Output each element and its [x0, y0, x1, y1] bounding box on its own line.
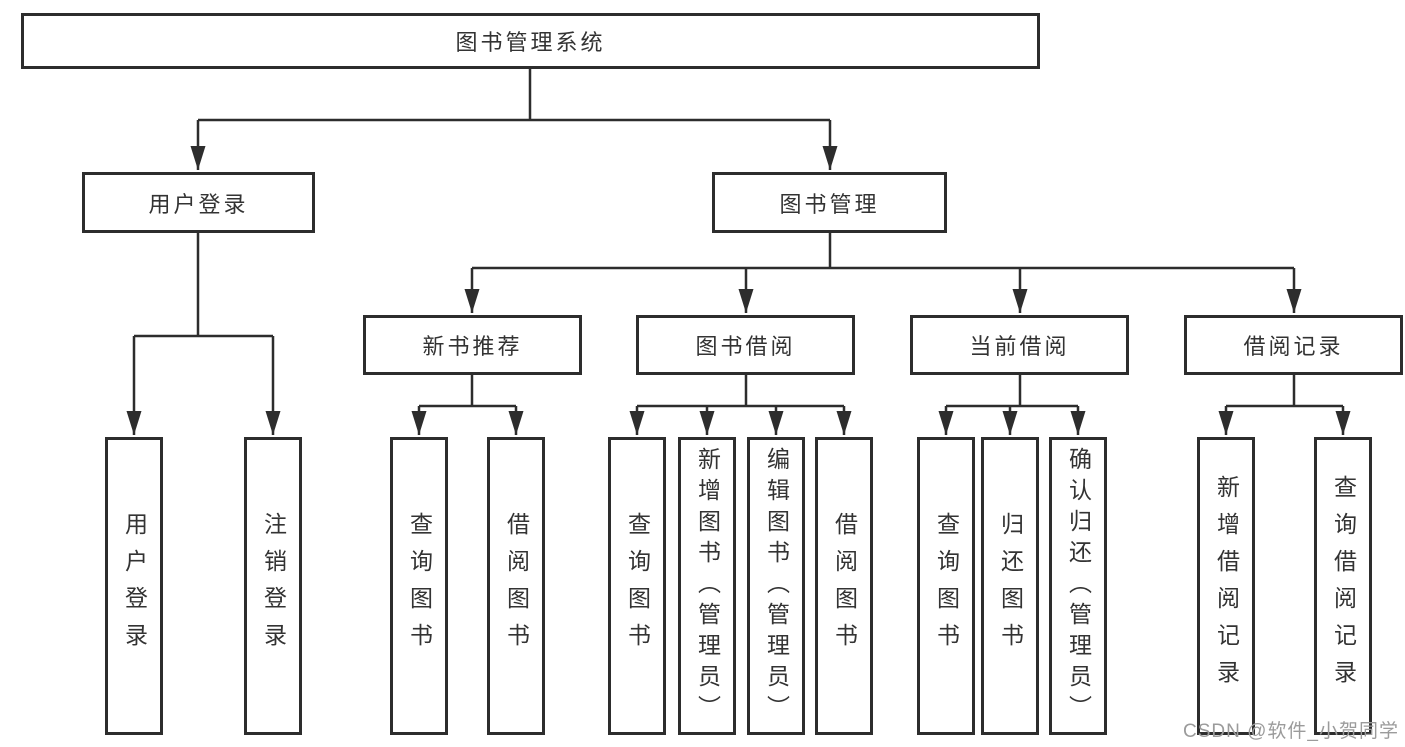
node-current-borrowing: 当前借阅 [910, 315, 1129, 375]
leaf-add-book-admin: 新增图书（管理员） [678, 437, 736, 735]
node-label: 新书推荐 [422, 334, 523, 359]
leaf-query-books-borrowing: 查询图书 [608, 437, 666, 735]
leaf-add-borrow-record: 新增借阅记录 [1197, 437, 1255, 735]
leaf-label: 查询图书 [624, 512, 651, 660]
node-new-book-recommendation: 新书推荐 [363, 315, 582, 375]
csdn-watermark: CSDN @软件_小贺同学 [1183, 721, 1399, 742]
leaf-label: 查询借阅记录 [1330, 475, 1357, 697]
leaf-label: 借阅图书 [503, 512, 530, 660]
leaf-label: 编辑图书（管理员） [763, 446, 790, 726]
node-label: 图书借阅 [695, 334, 796, 359]
leaf-label: 新增图书（管理员） [694, 446, 721, 726]
leaf-label: 注销登录 [260, 512, 287, 660]
leaf-confirm-return-admin: 确认归还（管理员） [1049, 437, 1107, 735]
leaf-borrow-books-recommend: 借阅图书 [487, 437, 545, 735]
node-label: 图书管理 [779, 191, 880, 217]
leaf-label: 查询图书 [933, 512, 960, 660]
node-label: 图书管理系统 [455, 30, 606, 55]
leaf-borrow-books-borrowing: 借阅图书 [815, 437, 873, 735]
node-book-management-module: 图书管理 [712, 172, 947, 233]
leaf-query-borrow-record: 查询借阅记录 [1314, 437, 1372, 735]
leaf-edit-book-admin: 编辑图书（管理员） [747, 437, 805, 735]
leaf-query-books-current: 查询图书 [917, 437, 975, 735]
node-book-borrowing: 图书借阅 [636, 315, 855, 375]
leaf-label: 新增借阅记录 [1213, 475, 1240, 697]
leaf-label: 归还图书 [997, 512, 1024, 660]
node-library-management-system: 图书管理系统 [21, 13, 1040, 69]
leaf-return-book: 归还图书 [981, 437, 1039, 735]
leaf-label: 借阅图书 [831, 512, 858, 660]
leaf-label: 查询图书 [406, 512, 433, 660]
leaf-label: 确认归还（管理员） [1065, 446, 1092, 726]
node-label: 用户登录 [148, 191, 249, 217]
node-label: 当前借阅 [969, 334, 1070, 359]
leaf-user-login: 用户登录 [105, 437, 163, 735]
leaf-logout: 注销登录 [244, 437, 302, 735]
leaf-label: 用户登录 [121, 512, 148, 660]
node-label: 借阅记录 [1243, 334, 1344, 359]
node-user-login-module: 用户登录 [82, 172, 315, 233]
leaf-query-books-recommend: 查询图书 [390, 437, 448, 735]
node-borrowing-records: 借阅记录 [1184, 315, 1403, 375]
